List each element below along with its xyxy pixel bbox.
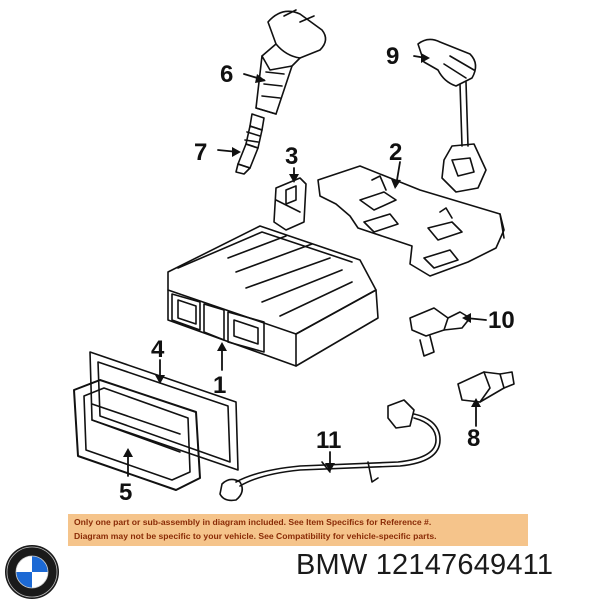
compatibility-notice [68,514,528,546]
callout-9: 9 [386,43,399,70]
notice-line-2: Diagram may not be specific to your vehi… [74,531,437,541]
camshaft-sensor-drawing [417,38,487,193]
callout-6: 6 [220,61,233,88]
part-number-label: BMW 12147649411 [296,549,554,581]
knock-sensor-drawing [457,371,515,403]
callout-arrowheads [123,53,481,472]
notice-line-1: Only one part or sub-assembly in diagram… [74,517,432,527]
callout-1: 1 [213,372,226,399]
crankshaft-sensor-drawing [409,307,471,357]
cover-frame-drawing [73,379,201,491]
gasket-drawing [89,351,239,471]
ecu-module-drawing [167,225,379,367]
callout-10: 10 [488,307,515,334]
callout-8: 8 [467,425,480,452]
callout-3: 3 [285,143,298,170]
callout-11: 11 [316,427,341,454]
callout-2: 2 [389,139,402,166]
callout-7: 7 [194,139,207,166]
sensor-harness-drawing [219,399,441,502]
ignition-coil-drawing [255,9,327,115]
small-bracket-drawing [273,177,307,231]
bmw-roundel-icon [5,545,59,599]
mounting-bracket-drawing [317,165,505,277]
spark-plug-drawing [235,113,265,175]
callout-4: 4 [151,336,165,363]
callout-5: 5 [119,479,132,506]
